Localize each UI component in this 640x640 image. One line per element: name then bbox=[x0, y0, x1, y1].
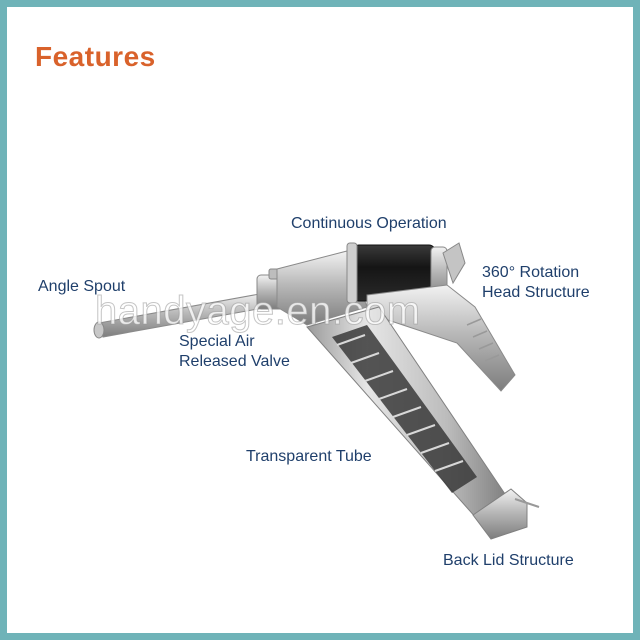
label-transparent-tube: Transparent Tube bbox=[246, 448, 372, 465]
rotation-head bbox=[442, 242, 466, 285]
label-air-valve-line2: Released Valve bbox=[179, 353, 290, 370]
watermark: handyage.en.com bbox=[95, 289, 421, 334]
back-lid bbox=[472, 488, 528, 540]
label-back-lid: Back Lid Structure bbox=[443, 552, 574, 569]
label-continuous-operation: Continuous Operation bbox=[291, 215, 447, 232]
label-rotation-line1: 360° Rotation bbox=[482, 264, 580, 281]
label-air-valve-line1: Special Air bbox=[179, 333, 255, 350]
gun-head bbox=[276, 250, 368, 326]
label-rotation-line2: Head Structure bbox=[482, 284, 590, 301]
features-title: Features bbox=[35, 41, 156, 72]
label-angle-spout: Angle Spout bbox=[38, 278, 126, 295]
grease-gun-illustration bbox=[93, 242, 540, 540]
